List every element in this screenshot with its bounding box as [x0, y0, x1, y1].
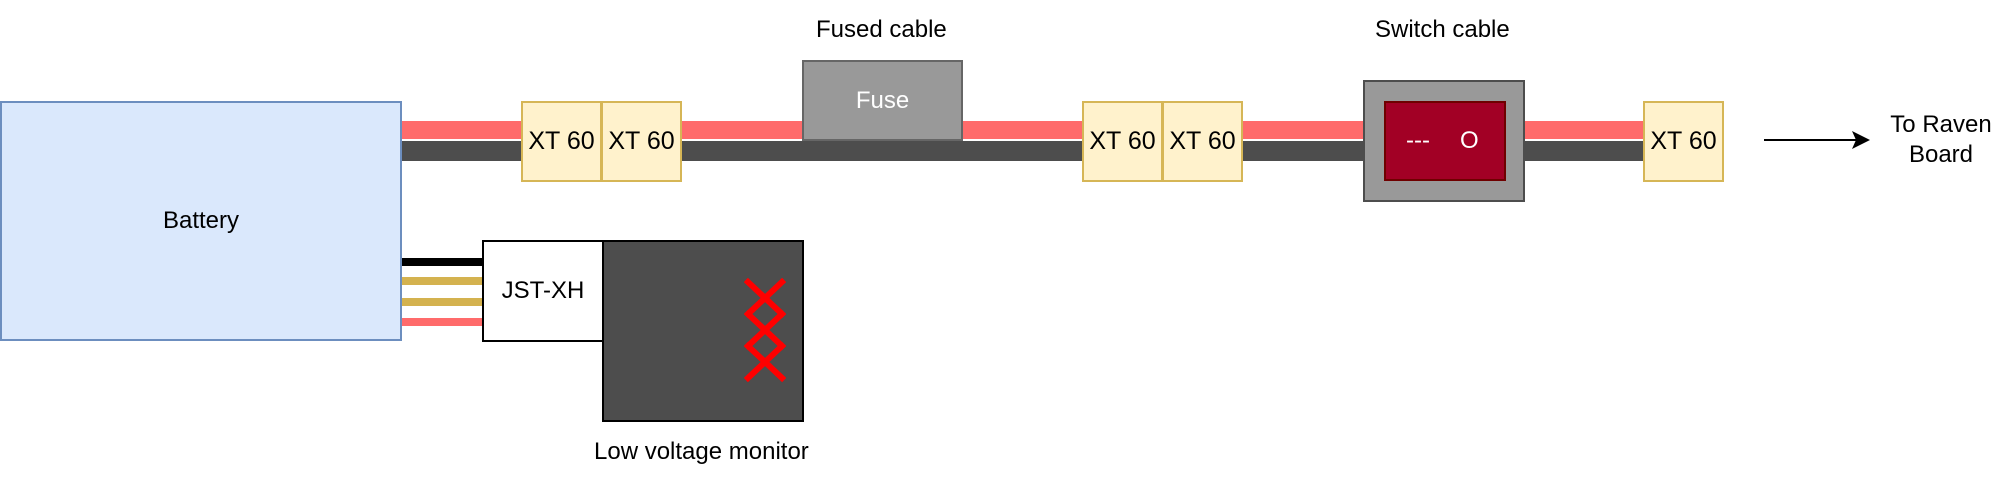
fused-cable-label: Fused cable [816, 16, 947, 43]
arrow-right-icon [1764, 131, 1870, 149]
low-voltage-monitor [602, 240, 804, 422]
balance-wire-tan-2 [402, 298, 482, 306]
balance-wire-red [402, 318, 482, 326]
xt60-connector-b1: XT 60 [1082, 101, 1163, 182]
jst-xh-connector: JST-XH [482, 240, 604, 342]
destination-label-line1: To Raven [1890, 111, 1992, 138]
switch-off-symbol: --- [1406, 127, 1430, 154]
fuse-label: Fuse [855, 86, 910, 114]
switch-housing: --- O [1363, 80, 1525, 202]
destination-label-line2: Board [1908, 141, 1974, 168]
switch-rocker: --- O [1384, 101, 1506, 181]
switch-cable-label: Switch cable [1375, 16, 1510, 43]
xt60-connector-a1: XT 60 [521, 101, 602, 182]
positive-wire [402, 121, 1650, 139]
negative-wire [402, 141, 1650, 161]
segment-display-icon [744, 278, 786, 383]
xt60-connector-b2: XT 60 [1162, 101, 1243, 182]
switch-on-symbol: O [1460, 127, 1479, 154]
balance-wire-black [402, 258, 482, 266]
xt60-connector-a2: XT 60 [601, 101, 682, 182]
jst-xh-label: JST-XH [501, 277, 585, 304]
fuse: Fuse [802, 60, 963, 141]
low-voltage-monitor-label: Low voltage monitor [594, 438, 809, 465]
balance-wire-tan-1 [402, 277, 482, 285]
battery: Battery [0, 101, 402, 341]
battery-label: Battery [162, 207, 240, 234]
xt60-connector-c: XT 60 [1643, 101, 1724, 182]
destination-label: To Raven Board [1880, 110, 2002, 170]
